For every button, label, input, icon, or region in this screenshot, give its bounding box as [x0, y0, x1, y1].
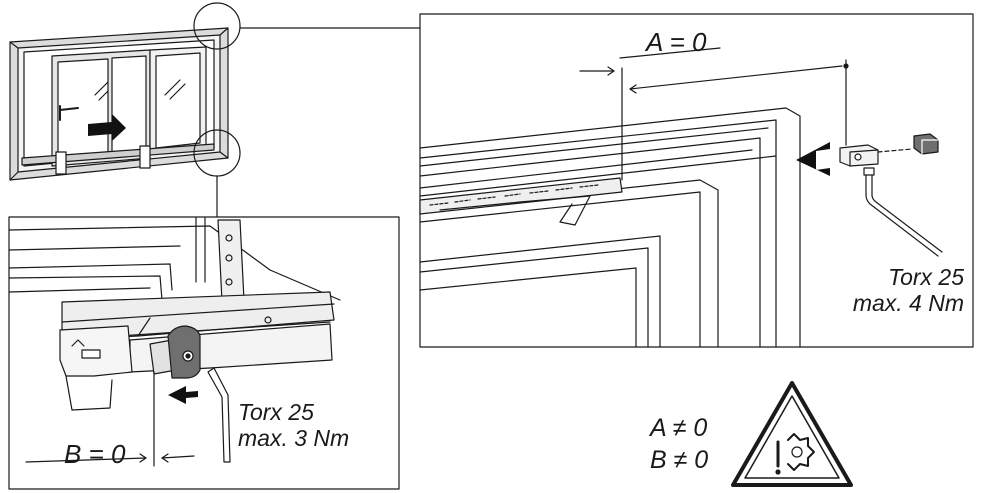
window-overview [9, 2, 241, 181]
warning-label-b: B ≠ 0 [650, 446, 709, 474]
torx-label-top-line2: max. 4 Nm [852, 290, 964, 316]
arrow-right-icon [88, 114, 126, 141]
warning-label-a: A ≠ 0 [650, 414, 708, 442]
torx-label-top-line1: Torx 25 [888, 264, 964, 290]
dimension-label-a: A = 0 [646, 27, 707, 57]
torx-label-bottom-line1: Torx 25 [238, 399, 314, 425]
detail-panel-top [419, 13, 974, 348]
warning-triangle-icon [731, 381, 853, 487]
detail-panel-bottom [8, 216, 400, 490]
arrow-left-icon-2 [168, 386, 198, 404]
torx-label-bottom-line2: max. 3 Nm [238, 425, 350, 451]
arrow-left-icon [796, 142, 830, 176]
dimension-label-b: B = 0 [64, 439, 126, 469]
